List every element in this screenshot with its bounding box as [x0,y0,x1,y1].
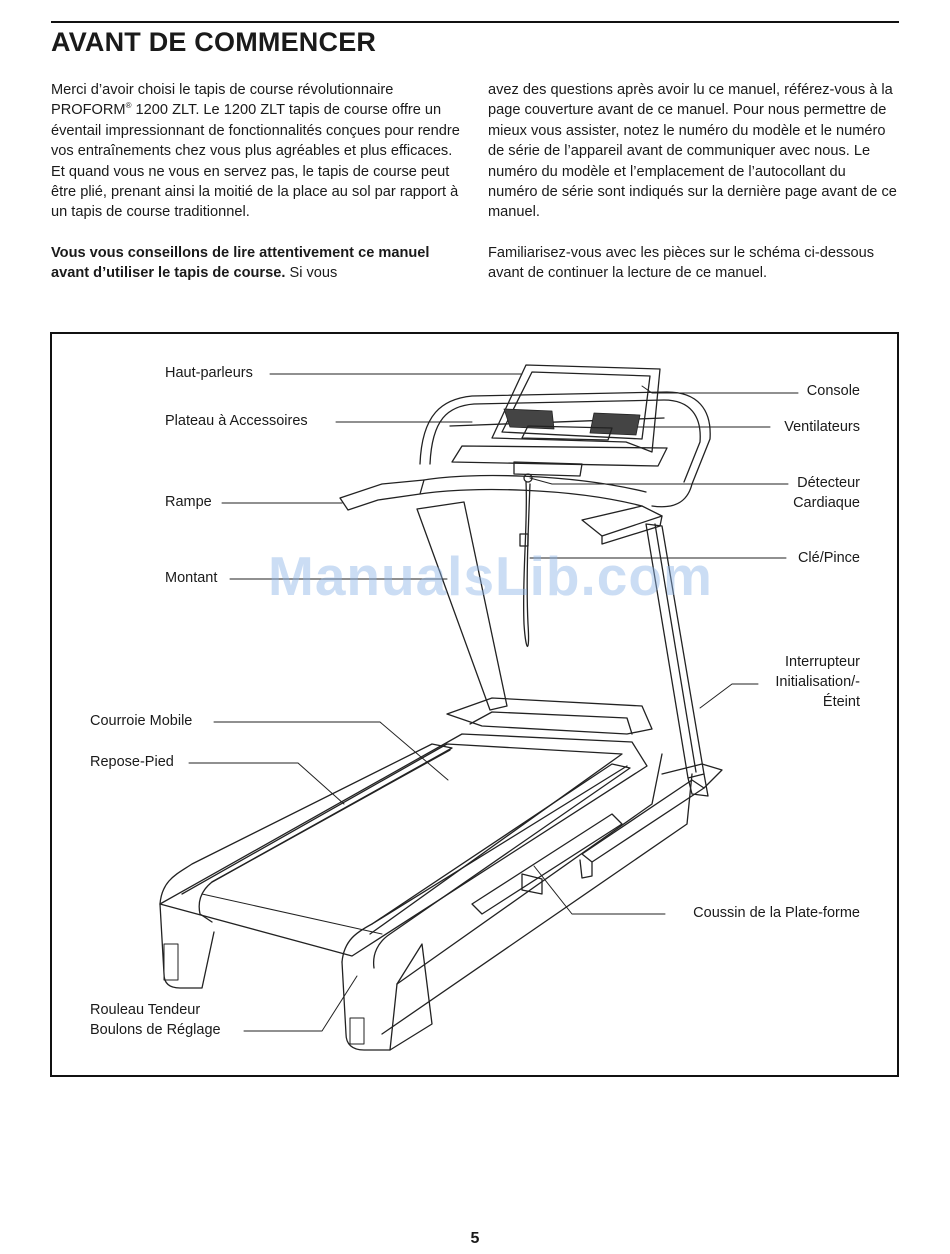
handrails [339,461,663,545]
safety-key [519,481,531,647]
intro-p2-start: Si vous [285,265,338,282]
label-plateau-accessoires: Plateau à Accessoires [165,413,308,429]
intro-paragraph-1: Merci d’avoir choisi le tapis de course … [51,80,461,223]
label-montant: Montant [165,570,218,586]
registered-mark: ® [125,101,132,111]
label-haut-parleurs: Haut-parleurs [165,365,253,381]
leader-rouleau [243,975,358,1032]
intro-paragraph-3: Familiarisez-vous avec les pièces sur le… [488,244,875,282]
intro-paragraph-2: Vous vous conseillons de lire attentivem… [51,243,461,284]
label-ventilateurs: Ventilateurs [784,419,860,435]
treadmill-diagram: Haut-parleurs Plateau à Accessoires Ramp… [50,332,899,1077]
frame-base [471,763,723,915]
intro-p2-bold: Vous vous conseillons de lire attentivem… [51,244,430,282]
treadmill-deck [159,697,653,957]
leader-detecteur [529,477,789,485]
left-footrail [159,743,453,989]
leader-interrupteur [699,683,759,709]
label-cle-pince: Clé/Pince [797,550,860,566]
top-rule [51,21,899,23]
label-detecteur-cardiaque: Détecteur Cardiaque [793,473,860,513]
label-rouleau-line2: Boulons de Réglage [90,1022,221,1038]
label-rouleau-line1: Rouleau Tendeur [90,1002,201,1018]
label-interrupteur-line3: Éteint [822,694,860,710]
label-repose-pied: Repose-Pied [90,754,174,770]
leader-console [641,385,799,394]
treadmill-illustration [159,364,799,1051]
page-title: AVANT DE COMMENCER [51,27,377,57]
page-number: 5 [470,1230,480,1247]
label-interrupteur: Interrupteur Initialisation/- Éteint [775,652,860,712]
intro-p1-part1: Merci d’avoir choisi le tapis de course … [51,82,394,119]
text-column-left: Merci d’avoir choisi le tapis de course … [51,80,461,284]
label-interrupteur-line2: Initialisation/- [775,674,860,690]
label-detecteur-line2: Cardiaque [793,495,860,511]
label-rouleau-tendeur: Rouleau Tendeur Boulons de Réglage [90,1000,221,1040]
label-coussin-plate-forme: Coussin de la Plate-forme [693,905,860,921]
label-interrupteur-line1: Interrupteur [785,654,860,670]
text-column-right: avez des questions après avoir lu ce man… [488,80,898,284]
leader-lines [188,373,799,1032]
console-screen [491,364,661,453]
right-footrail [341,753,693,1051]
watermark: ManualsLib.com [268,545,713,607]
label-detecteur-line1: Détecteur [797,475,860,491]
label-console: Console [806,383,860,399]
intro-p1-part2: 1200 ZLT. Le 1200 ZLT tapis de course of… [51,102,460,221]
leader-repose-pied [188,762,345,805]
intro-paragraph-2-continued: avez des questions après avoir lu ce man… [488,82,897,221]
label-courroie-mobile: Courroie Mobile [90,713,193,729]
label-rampe: Rampe [165,494,212,510]
leader-courroie [213,721,449,781]
leader-coussin [533,865,666,915]
